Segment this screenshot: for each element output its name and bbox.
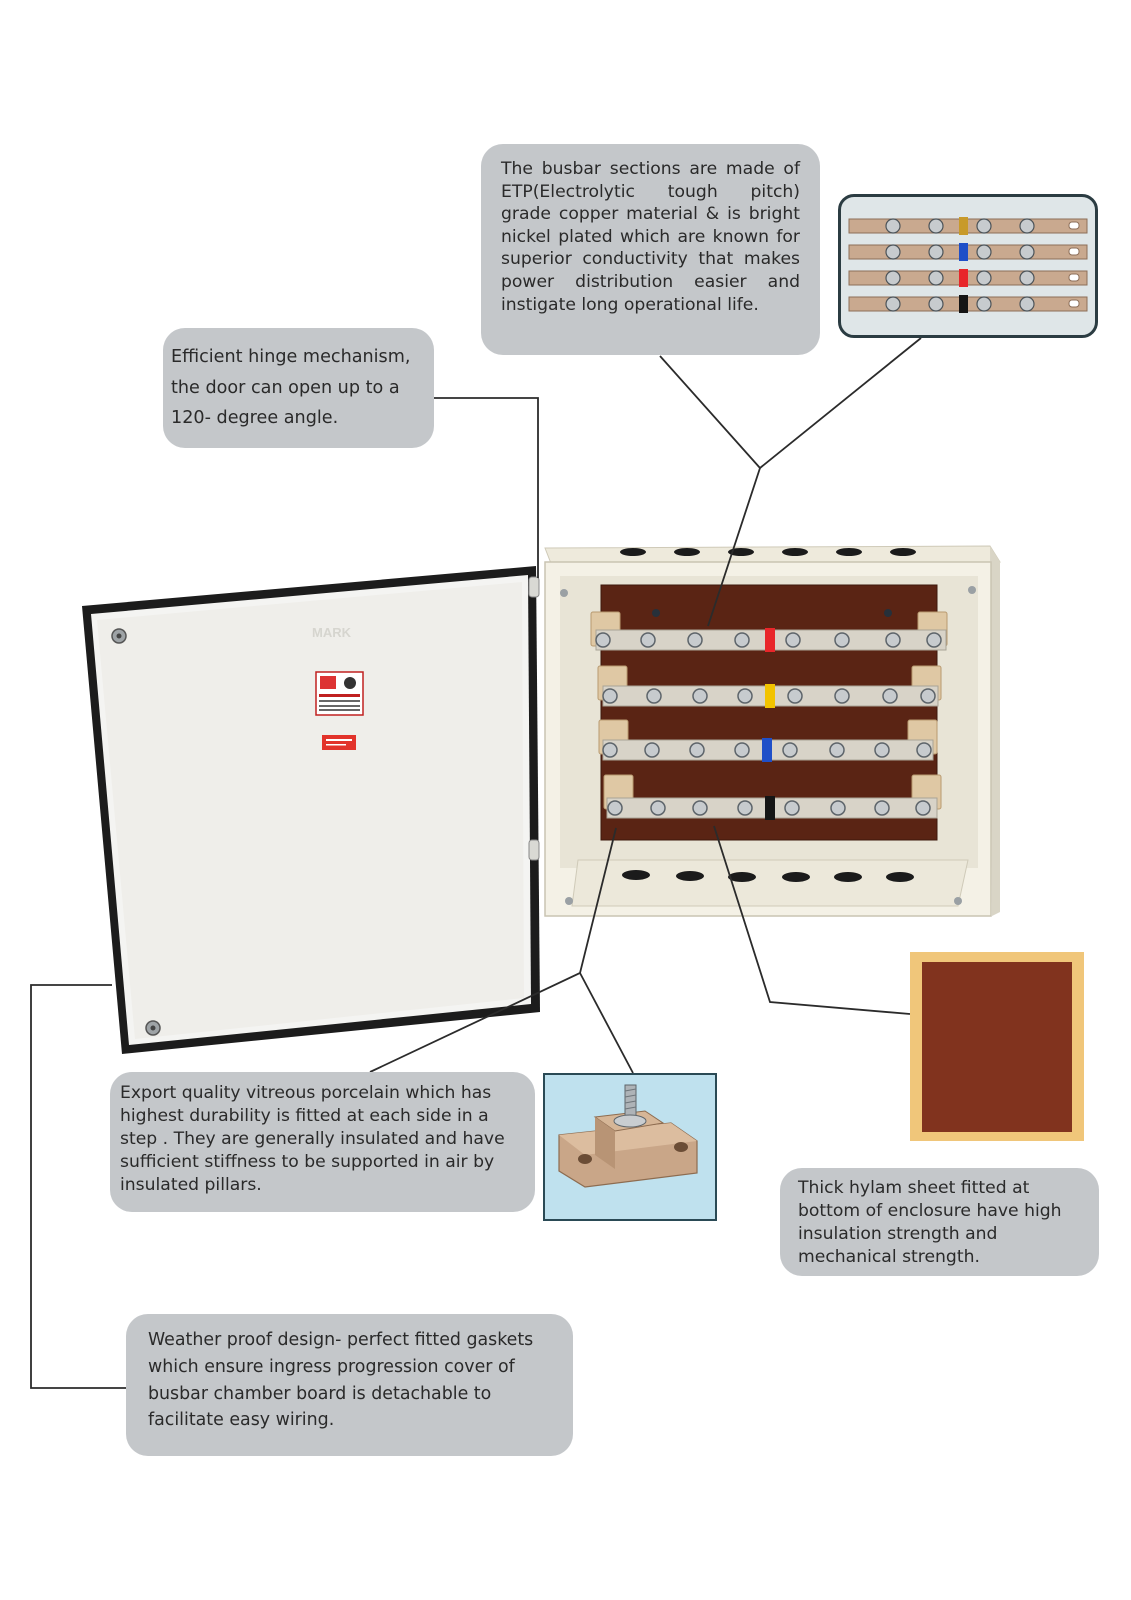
callout-busbar-material: The busbar sections are made of ETP(Elec… bbox=[481, 144, 820, 355]
brand-sticker bbox=[315, 671, 364, 716]
leader-porcelain-inset bbox=[579, 972, 634, 1074]
enclosure-door: MARK bbox=[82, 566, 540, 1054]
callout-hinge-text: Efficient hinge mechanism, the door can … bbox=[171, 347, 411, 428]
leader-weather bbox=[30, 984, 126, 1389]
callout-porcelain-text: Export quality vitreous porcelain which … bbox=[120, 1083, 505, 1195]
callout-weather-text: Weather proof design- perfect fitted gas… bbox=[148, 1330, 534, 1431]
warning-sticker bbox=[322, 735, 356, 750]
callout-porcelain-insulator: Export quality vitreous porcelain which … bbox=[110, 1072, 535, 1212]
leader-hinge bbox=[434, 397, 539, 578]
busbar-sections-inset bbox=[838, 194, 1098, 338]
busbar-bolts bbox=[595, 632, 942, 816]
busbar-yellow-phase bbox=[602, 684, 939, 708]
hylam-sheet-inset bbox=[910, 952, 1084, 1141]
callout-hylam-text: Thick hylam sheet fitted at bottom of en… bbox=[798, 1178, 1062, 1267]
busbar-neutral bbox=[606, 796, 938, 820]
svg-text:MARK: MARK bbox=[312, 625, 352, 640]
leader-lines bbox=[30, 337, 922, 1389]
porcelain-insulator-inset bbox=[543, 1073, 717, 1221]
callout-busbar-text: The busbar sections are made of ETP(Elec… bbox=[501, 159, 800, 315]
busbar-red-phase bbox=[595, 628, 947, 652]
callout-weather-proof: Weather proof design- perfect fitted gas… bbox=[126, 1314, 573, 1456]
callout-hinge-mechanism: Efficient hinge mechanism, the door can … bbox=[163, 328, 434, 448]
busbars bbox=[590, 611, 948, 820]
callout-hylam-sheet: Thick hylam sheet fitted at bottom of en… bbox=[780, 1168, 1099, 1276]
leader-busbar-inset bbox=[759, 337, 922, 469]
leader-hylam bbox=[713, 825, 911, 1015]
